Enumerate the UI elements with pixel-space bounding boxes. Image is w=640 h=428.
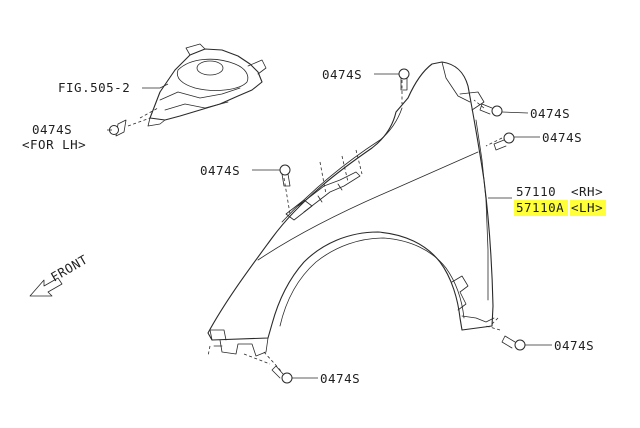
- fender-part: [207, 61, 495, 357]
- part-lh-number: 57110A: [516, 200, 564, 215]
- bolt-mid-label: 0474S: [200, 163, 240, 178]
- front-label: FRONT: [48, 252, 90, 285]
- bolt-right-2-label: 0474S: [542, 130, 582, 145]
- bolt-icon-right-1: [479, 103, 529, 117]
- bolt-right-1-label: 0474S: [530, 106, 570, 121]
- bolt-icon-right-2: [493, 132, 540, 151]
- guide-lines: [127, 80, 503, 373]
- fig-reference-label: FIG.505-2: [58, 80, 130, 95]
- leader-lines: [142, 83, 512, 199]
- highlight-part-number: [514, 200, 568, 216]
- part-rh-number: 57110: [516, 184, 556, 199]
- bolt-icon-lh: [107, 119, 127, 137]
- highlight-side-lh: [570, 200, 606, 216]
- front-arrow-icon: [29, 277, 63, 297]
- bolt-bottom-right-label: 0474S: [554, 338, 594, 353]
- bolt-lh-note: <FOR LH>: [22, 137, 86, 152]
- bolt-icon-bottom: [271, 365, 318, 384]
- bolt-icon-bottom-right: [501, 335, 552, 351]
- part-lh-side: <LH>: [571, 200, 603, 215]
- bolt-top-label: 0474S: [322, 67, 362, 82]
- part-rh-side: <RH>: [571, 184, 603, 199]
- bolt-icon-mid: [252, 164, 291, 187]
- bolt-bottom-label: 0474S: [320, 371, 360, 386]
- inner-liner-part: [147, 43, 267, 127]
- bolt-lh-label: 0474S: [32, 122, 72, 137]
- bolt-icon-top: [374, 68, 410, 91]
